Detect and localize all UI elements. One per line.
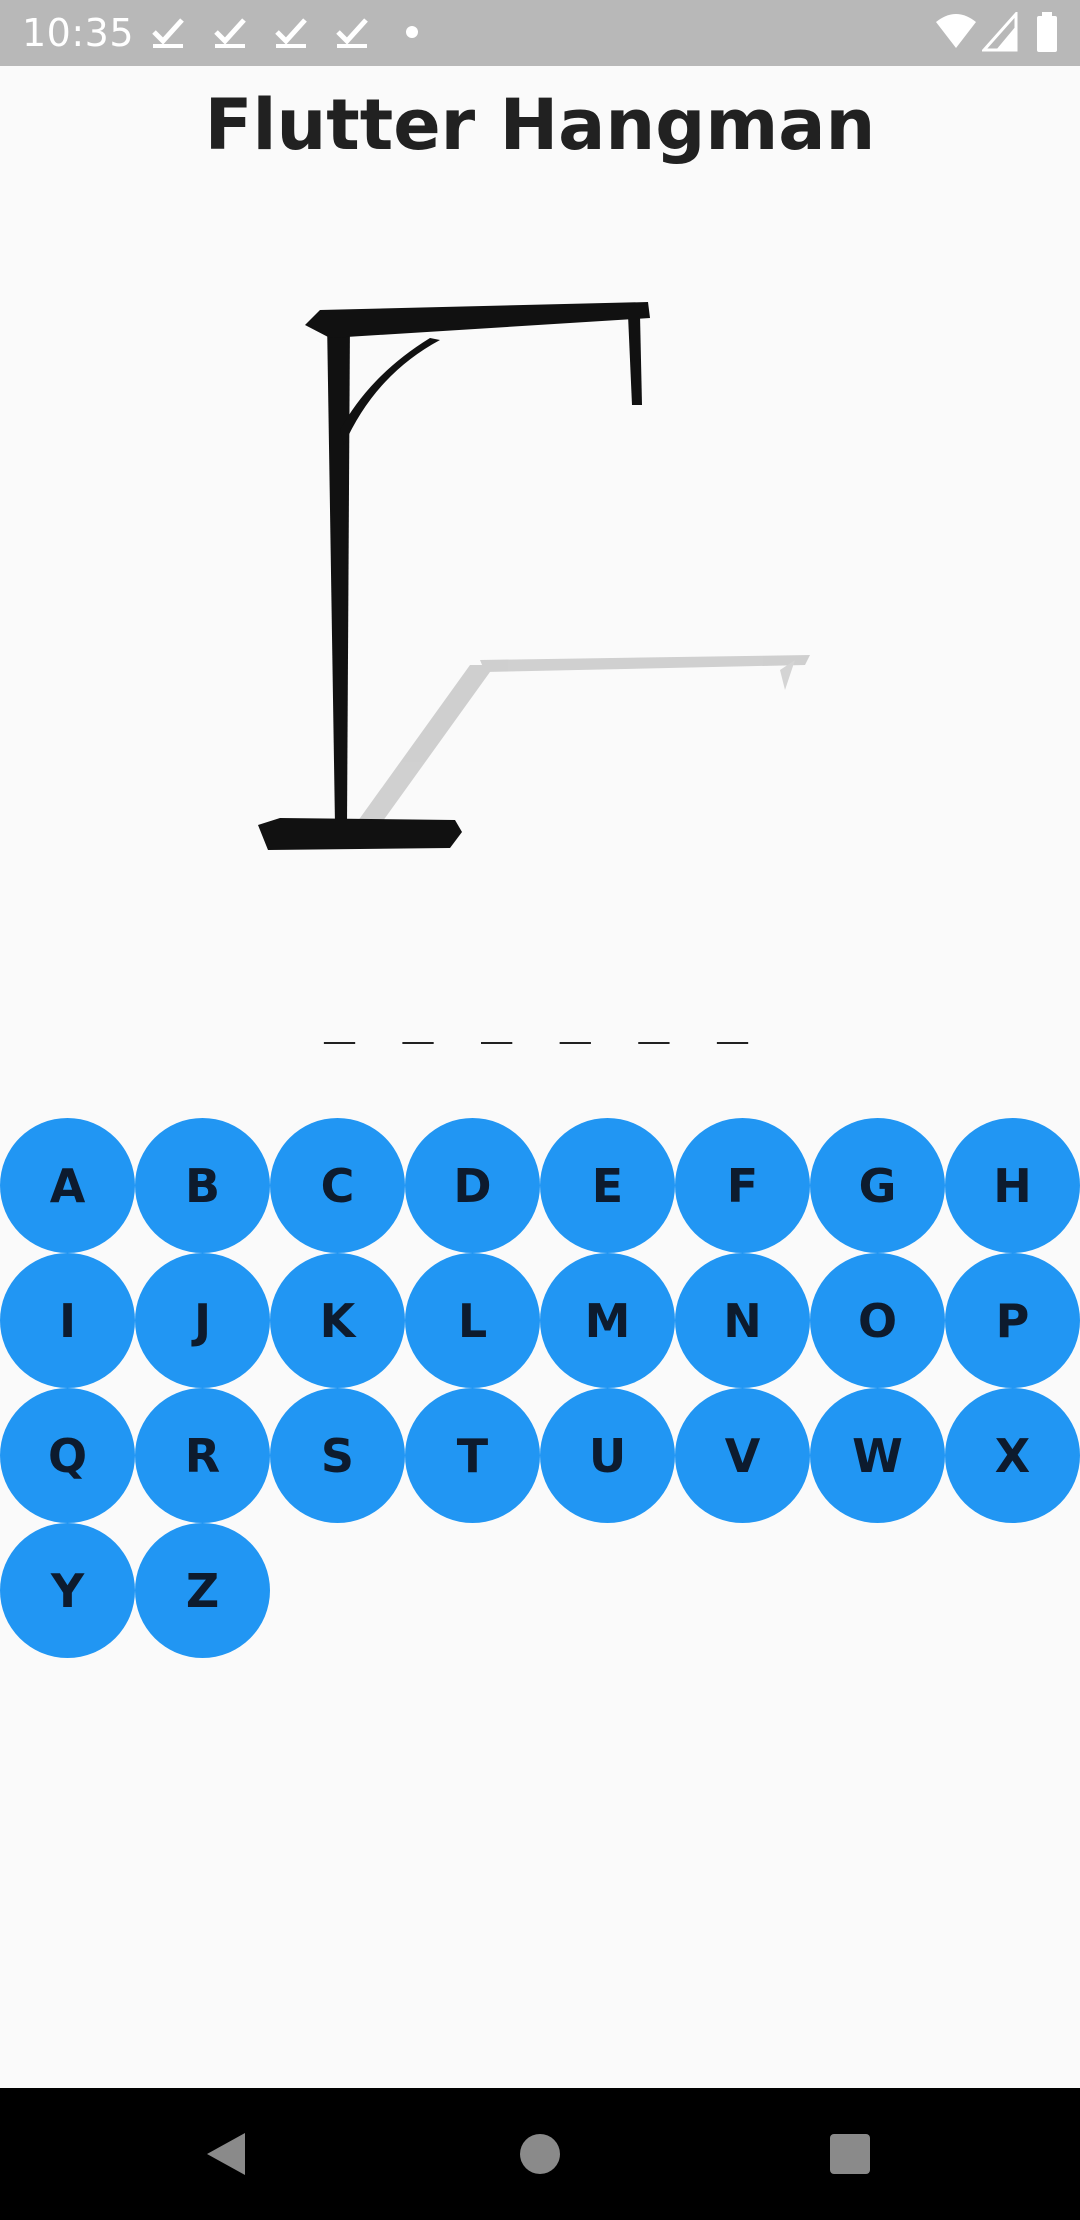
gallows-post — [327, 320, 350, 825]
recents-button[interactable] — [820, 2124, 880, 2184]
recents-icon — [830, 2134, 870, 2174]
key-u[interactable]: U — [540, 1388, 675, 1523]
key-a[interactable]: A — [0, 1118, 135, 1253]
key-s[interactable]: S — [270, 1388, 405, 1523]
key-l[interactable]: L — [405, 1253, 540, 1388]
key-e[interactable]: E — [540, 1118, 675, 1253]
key-d[interactable]: D — [405, 1118, 540, 1253]
dot-icon — [406, 26, 418, 38]
check-icon — [152, 18, 184, 48]
key-j[interactable]: J — [135, 1253, 270, 1388]
key-z[interactable]: Z — [135, 1523, 270, 1658]
status-time: 10:35 — [22, 11, 135, 55]
gallows-rope — [628, 315, 642, 405]
gallows-beam — [305, 302, 650, 338]
key-q[interactable]: Q — [0, 1388, 135, 1523]
back-icon — [207, 2133, 245, 2175]
key-f[interactable]: F — [675, 1118, 810, 1253]
key-v[interactable]: V — [675, 1388, 810, 1523]
check-icon — [336, 18, 368, 48]
word-blanks: _ _ _ _ _ _ — [323, 985, 757, 1045]
key-i[interactable]: I — [0, 1253, 135, 1388]
key-o[interactable]: O — [810, 1253, 945, 1388]
key-p[interactable]: P — [945, 1253, 1080, 1388]
gallows-image — [258, 302, 810, 850]
key-y[interactable]: Y — [0, 1523, 135, 1658]
key-t[interactable]: T — [405, 1388, 540, 1523]
signal-icon — [982, 12, 1018, 52]
gallows-reflection-brace — [355, 665, 495, 825]
key-x[interactable]: X — [945, 1388, 1080, 1523]
home-icon — [520, 2134, 560, 2174]
key-c[interactable]: C — [270, 1118, 405, 1253]
key-g[interactable]: G — [810, 1118, 945, 1253]
key-k[interactable]: K — [270, 1253, 405, 1388]
back-button[interactable] — [196, 2124, 256, 2184]
key-r[interactable]: R — [135, 1388, 270, 1523]
check-icon — [275, 18, 307, 48]
navigation-bar — [0, 2088, 1080, 2220]
key-m[interactable]: M — [540, 1253, 675, 1388]
key-h[interactable]: H — [945, 1118, 1080, 1253]
key-n[interactable]: N — [675, 1253, 810, 1388]
key-w[interactable]: W — [810, 1388, 945, 1523]
app-title: Flutter Hangman — [204, 84, 876, 166]
wifi-icon — [936, 14, 976, 48]
gallows-base — [258, 818, 462, 850]
gallows-reflection-beam — [480, 655, 810, 672]
check-icon — [214, 18, 246, 48]
home-button[interactable] — [510, 2124, 570, 2184]
status-bar: 10:35 — [0, 0, 1080, 66]
letter-keyboard: A B C D E F G H I J K L M N O P Q R S T … — [0, 1118, 1080, 1658]
key-b[interactable]: B — [135, 1118, 270, 1253]
battery-icon — [1037, 12, 1057, 52]
gallows-brace — [340, 338, 440, 445]
